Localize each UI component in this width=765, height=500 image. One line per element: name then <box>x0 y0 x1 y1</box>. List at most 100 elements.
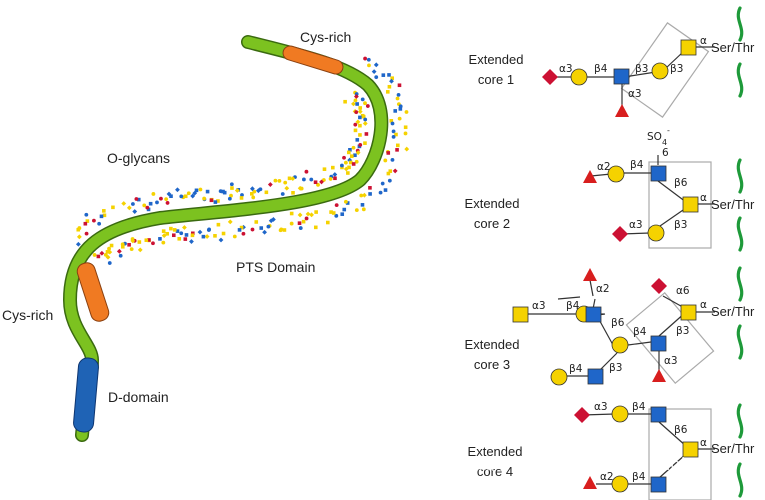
galnac-icon <box>682 196 699 213</box>
glycan-residue <box>297 212 303 218</box>
glycan-residue <box>343 199 348 204</box>
glycan-residue <box>145 205 150 210</box>
glycan-residue <box>353 94 359 99</box>
glycan-residue <box>287 176 292 181</box>
extended-core-1: α3 β4 β3 α3 β3 α Ser/Thr <box>542 6 755 118</box>
glycan-residue <box>374 75 379 80</box>
glycan-residue <box>159 196 163 201</box>
glycan-residue <box>334 213 339 218</box>
glycan-residue <box>194 188 199 193</box>
galnac-icon <box>680 39 697 56</box>
glycan-residue <box>389 78 394 84</box>
core4-link-a3: α3 <box>594 401 608 413</box>
glycan-residue <box>109 243 114 248</box>
glycan-residue <box>182 225 187 230</box>
glycan-residue <box>342 207 347 212</box>
glycan-residue <box>268 218 274 224</box>
glycan-residue <box>371 69 377 75</box>
glcnac-icon <box>613 68 630 85</box>
glycan-residue <box>380 181 385 186</box>
core4-link-b6: β6 <box>674 424 688 436</box>
galactose-icon <box>611 475 629 493</box>
glycan-residue <box>239 196 244 200</box>
glycan-residue <box>361 207 366 212</box>
core1-label-line2: core 1 <box>478 72 514 87</box>
glycan-residue <box>84 212 89 217</box>
core1-link-b3-left: β3 <box>635 63 648 75</box>
galnac-icon <box>682 441 699 458</box>
glycan-residue <box>314 210 318 214</box>
glycan-residue <box>345 201 350 205</box>
extended-core-3: α3 α2 β4 β6 β4 β4 β3 α6 β3 α3 α Ser/Thr <box>512 266 755 386</box>
core2-link-b4: β4 <box>630 159 644 171</box>
glycan-residue <box>201 234 206 239</box>
glycan-residue <box>393 109 398 113</box>
core3-link-b4-top: β4 <box>566 300 580 312</box>
glcnac-icon <box>650 335 667 352</box>
glycan-residue <box>179 194 184 199</box>
glycan-residue <box>186 191 191 196</box>
fucose-icon <box>583 170 597 183</box>
glycan-residue <box>129 247 134 252</box>
glycan-residue <box>234 188 240 193</box>
glycan-residue <box>132 209 138 214</box>
glycan-residue <box>383 158 388 163</box>
d-domain <box>73 357 99 433</box>
glycan-residue <box>229 193 233 198</box>
core2-link-b3: β3 <box>674 219 687 231</box>
glycan-residue <box>280 192 285 196</box>
glycan-residue <box>355 102 359 106</box>
glycan-residue <box>329 210 333 214</box>
glycan-residue <box>387 84 392 89</box>
core3-link-a6: α6 <box>676 285 690 297</box>
glycan-residue <box>349 154 354 158</box>
glycan-residue <box>289 221 294 226</box>
glycan-residue <box>175 229 180 233</box>
core3-link-a3: α3 <box>532 300 546 312</box>
glycan-residue <box>397 83 402 88</box>
glycan-residue <box>358 133 362 137</box>
glycan-residue <box>107 249 113 255</box>
glycan-residue <box>387 73 391 77</box>
glycan-residue <box>161 240 166 245</box>
glycan-residue <box>116 248 122 254</box>
glycan-residue <box>221 189 225 194</box>
core1-wave <box>736 6 744 98</box>
glycan-residue <box>99 214 104 219</box>
glycan-residue <box>386 171 391 176</box>
glycan-residue <box>218 237 224 243</box>
glcnac-icon <box>585 306 602 323</box>
glycan-residue <box>346 171 350 175</box>
glycan-residue <box>121 201 127 206</box>
glycan-residue <box>239 225 244 230</box>
glycan-residue <box>390 121 395 126</box>
glycan-residue <box>255 188 261 194</box>
glycan-residue <box>396 93 401 97</box>
glycan-residue <box>283 180 288 185</box>
cys-rich-domain-top <box>282 45 344 75</box>
glycan-residue <box>357 109 363 114</box>
glycan-residue <box>148 201 153 206</box>
glycan-residue <box>322 167 327 171</box>
glycan-residue <box>204 234 210 239</box>
glycan-residue <box>301 177 306 182</box>
glycan-residue <box>353 122 358 127</box>
glycan-residue <box>130 238 136 244</box>
glycan-residue <box>190 233 195 238</box>
glycan-residue <box>151 192 156 196</box>
glycan-residue <box>136 197 141 202</box>
glycan-residue <box>102 209 106 213</box>
glycan-residue <box>273 178 278 183</box>
glycan-residue <box>134 197 139 201</box>
core2-outline <box>648 161 712 249</box>
glycan-residue <box>76 234 82 240</box>
glycan-residue <box>391 129 396 134</box>
glycan-residue <box>249 186 255 192</box>
glycan-residue <box>355 138 360 142</box>
glycan-residue <box>142 203 147 208</box>
glycan-residue <box>396 143 400 148</box>
core3-label-line1: Extended <box>465 337 520 352</box>
glycan-residue <box>404 146 410 152</box>
glycan-residue <box>213 200 218 204</box>
core3-outline <box>625 291 715 385</box>
